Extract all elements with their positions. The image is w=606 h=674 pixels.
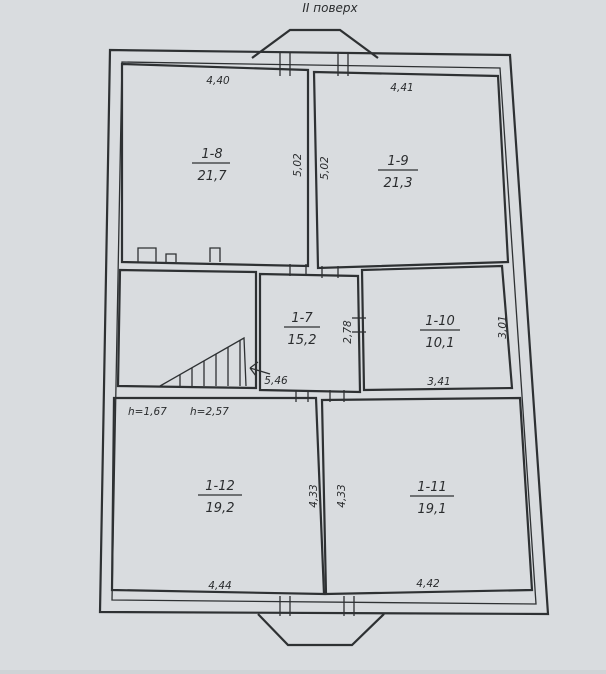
dim-5-02-right: 5,02 xyxy=(319,156,331,180)
dim-2-78: 2,78 xyxy=(342,320,354,344)
outer-wall-inner xyxy=(111,61,537,605)
room-1-12-walls xyxy=(110,396,326,596)
bottom-bay-window xyxy=(257,613,385,647)
stairs xyxy=(159,336,271,387)
room-1-11-walls xyxy=(320,396,534,596)
room-1-10-walls xyxy=(360,264,514,392)
room-area: 21,3 xyxy=(384,176,413,191)
room-id: 1-7 xyxy=(291,311,313,326)
room-id: 1-11 xyxy=(417,480,447,495)
room-area: 19,2 xyxy=(206,501,235,516)
bottom-window-marks xyxy=(279,596,355,616)
room-id: 1-9 xyxy=(387,154,408,169)
floor-label: II поверх xyxy=(302,1,358,15)
height-1-67: h=1,67 xyxy=(128,406,167,418)
door-marks xyxy=(289,264,366,402)
room-area: 21,7 xyxy=(198,169,228,184)
room-label-1-10: 1-10 10,1 xyxy=(420,314,460,351)
outer-wall xyxy=(98,48,550,616)
dim-4-33-left: 4,33 xyxy=(308,484,320,507)
room-id: 1-12 xyxy=(205,479,235,494)
dim-4-41: 4,41 xyxy=(390,82,413,94)
room-label-1-12: 1-12 19,2 xyxy=(198,479,242,516)
chimney-bumps xyxy=(137,247,221,262)
room-area: 15,2 xyxy=(288,333,317,348)
room-1-8-walls xyxy=(120,62,310,268)
dim-4-40: 4,40 xyxy=(206,75,230,87)
dim-3-01: 3,01 xyxy=(497,315,509,338)
dim-3-41: 3,41 xyxy=(427,376,450,388)
room-label-1-11: 1-11 19,1 xyxy=(410,480,454,517)
top-bay-window xyxy=(251,28,379,59)
room-1-9-walls xyxy=(312,70,510,270)
room-area: 19,1 xyxy=(418,502,447,517)
room-label-1-9: 1-9 21,3 xyxy=(378,154,418,191)
dim-5-02-left: 5,02 xyxy=(292,153,304,177)
height-2-57: h=2,57 xyxy=(190,406,229,418)
dim-5-46: 5,46 xyxy=(264,375,288,387)
room-id: 1-8 xyxy=(201,147,222,162)
dim-4-44: 4,44 xyxy=(208,580,231,592)
room-area: 10,1 xyxy=(426,336,455,351)
dim-4-33-right: 4,33 xyxy=(336,484,348,507)
room-1-7-walls xyxy=(258,272,362,394)
dim-4-42: 4,42 xyxy=(416,578,440,590)
stair-room-walls xyxy=(116,268,258,390)
room-label-1-7: 1-7 15,2 xyxy=(284,311,320,348)
room-id: 1-10 xyxy=(425,314,455,329)
room-label-1-8: 1-8 21,7 xyxy=(192,147,230,184)
